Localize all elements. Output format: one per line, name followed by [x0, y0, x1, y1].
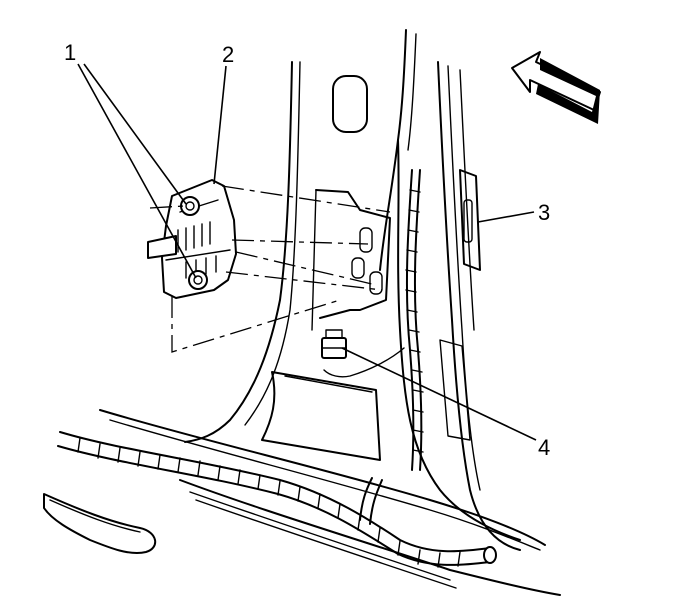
- sill-trim-piece: [43, 493, 156, 554]
- callout-4: 4: [538, 435, 550, 460]
- electronic-module: [147, 179, 237, 299]
- alignment-lines: [149, 185, 391, 353]
- leader-lines: [77, 63, 537, 441]
- harness-connector: [321, 329, 347, 359]
- callout-2: 2: [222, 42, 234, 67]
- pillar-trim-strip: [439, 169, 481, 441]
- front-direction-arrow-icon: [511, 51, 601, 124]
- floor-wiring-harness: [57, 431, 497, 568]
- body-pillar: [99, 29, 561, 596]
- pillar-wiring-harness: [323, 169, 424, 471]
- module-fastener-lower: [188, 270, 208, 290]
- callout-3: 3: [538, 200, 550, 225]
- callout-1: 1: [64, 40, 76, 65]
